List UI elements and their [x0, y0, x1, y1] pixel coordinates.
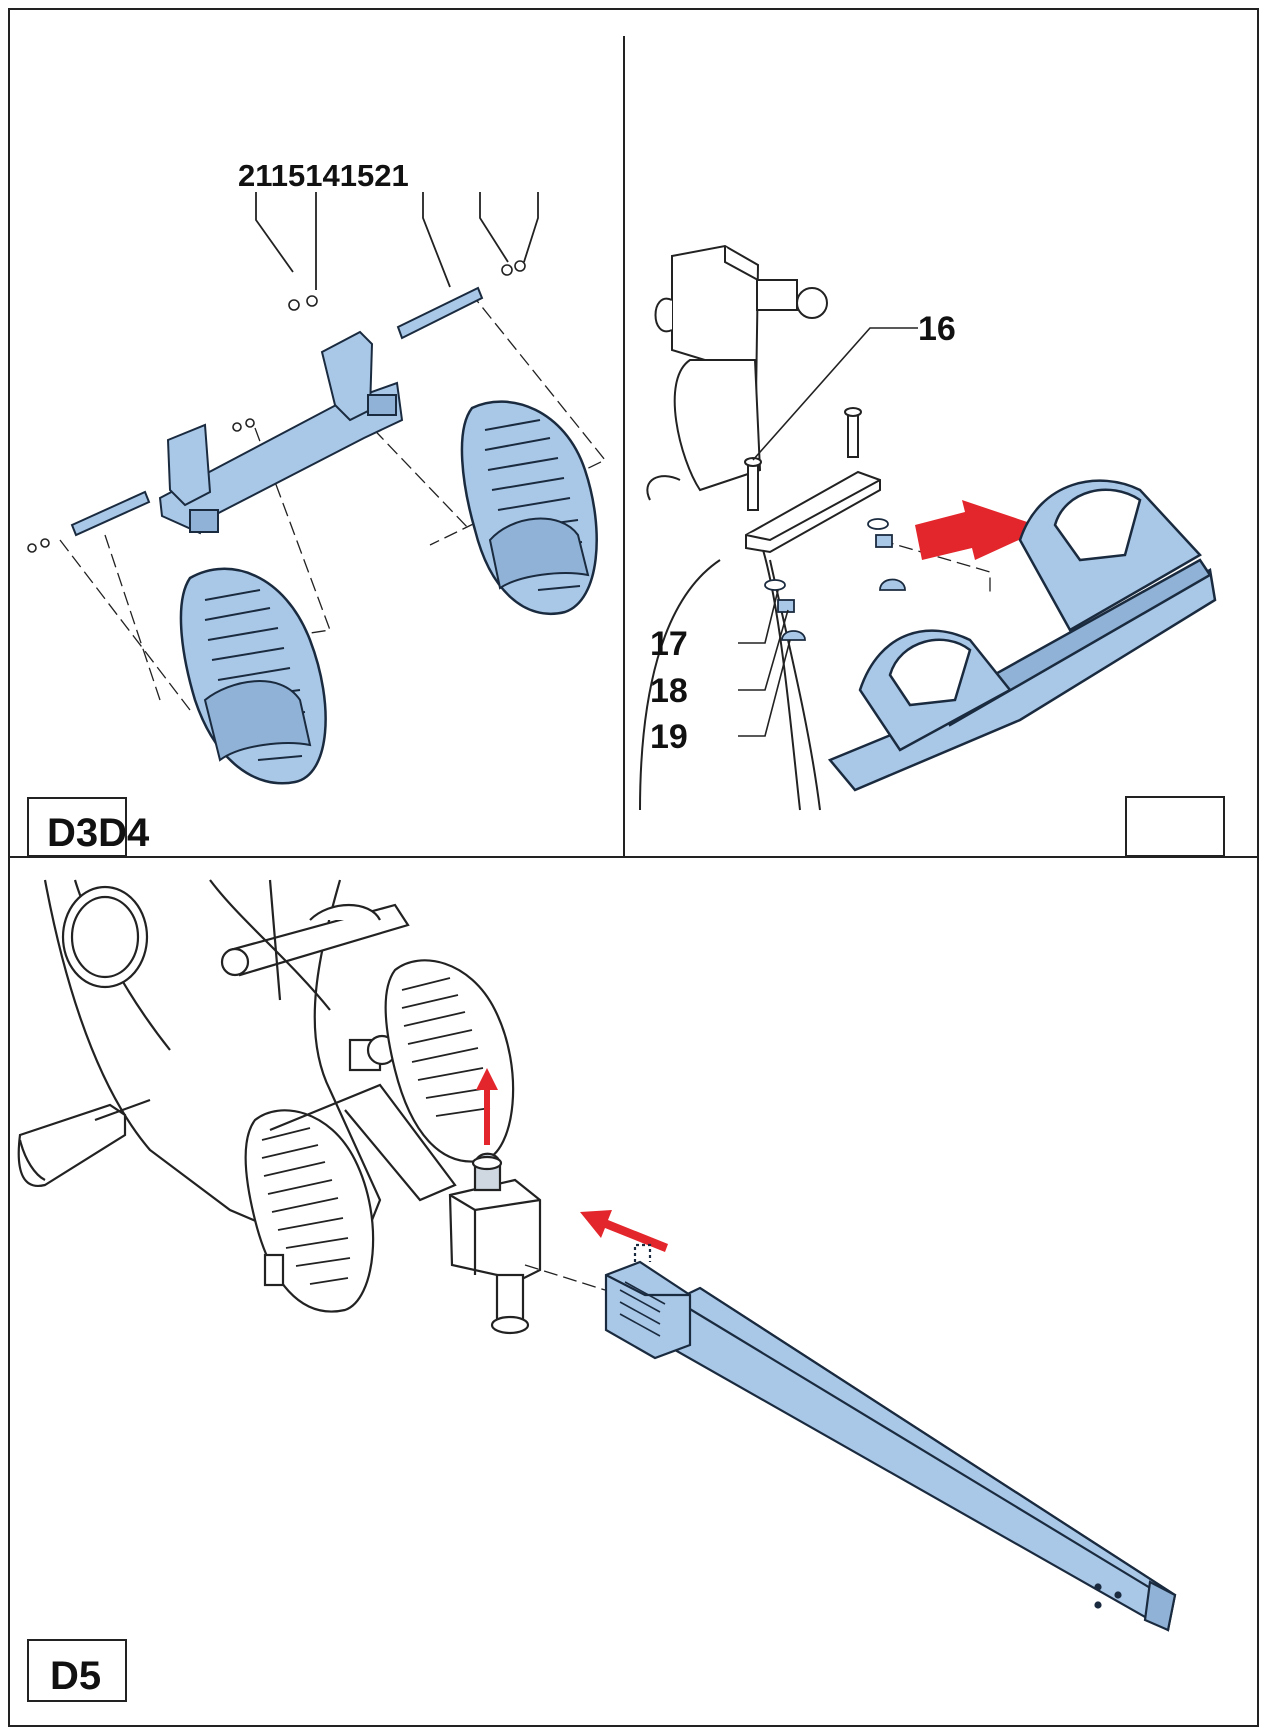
d3-leader-lines: [255, 192, 539, 290]
d3-label-box: [27, 797, 127, 857]
panel-d5: D5: [17, 879, 1177, 1702]
d5-insert-arrow: [580, 1210, 668, 1252]
d4-upright-frame: [639, 244, 828, 811]
d5-front-bracket: [263, 1152, 542, 1335]
d3-right-pedal: [460, 400, 598, 615]
d3-callout-number: 2115141521: [238, 158, 409, 193]
panel-d4: 16 17 18 19: [639, 244, 1225, 857]
d4-label-box: [1125, 796, 1225, 857]
d3-d4-step-label: D3D4: [47, 811, 150, 855]
d3-left-pedal: [179, 567, 327, 785]
d5-dashed-guide: [524, 1264, 606, 1291]
outer-border: [8, 8, 1259, 1727]
d5-step-label: D5: [50, 1654, 101, 1698]
d4-red-arrow: [915, 500, 1045, 560]
d3-screws: [27, 260, 526, 553]
d4-callout-19: 19: [650, 718, 688, 756]
d4-dashed-guide: [879, 539, 991, 592]
d5-rear-rail: [604, 1243, 1177, 1632]
d4-fasteners: [764, 518, 906, 641]
d4-pedal-assembly: [827, 479, 1217, 792]
d4-bracket-plate: [745, 470, 881, 554]
d4-callout-leaders: [738, 327, 918, 737]
d3-crossbar: [158, 330, 404, 535]
d5-up-arrow: [476, 1068, 498, 1145]
d3-axle-rods: [70, 286, 484, 537]
d4-bolts: [744, 407, 862, 511]
d5-label-box: [27, 1639, 127, 1702]
d4-callout-17: 17: [650, 625, 688, 663]
d4-callout-18: 18: [650, 672, 688, 710]
panel-d3: 2115141521: [27, 158, 607, 857]
d4-callout-16: 16: [918, 310, 956, 348]
d5-red-arrows: [476, 1068, 668, 1252]
